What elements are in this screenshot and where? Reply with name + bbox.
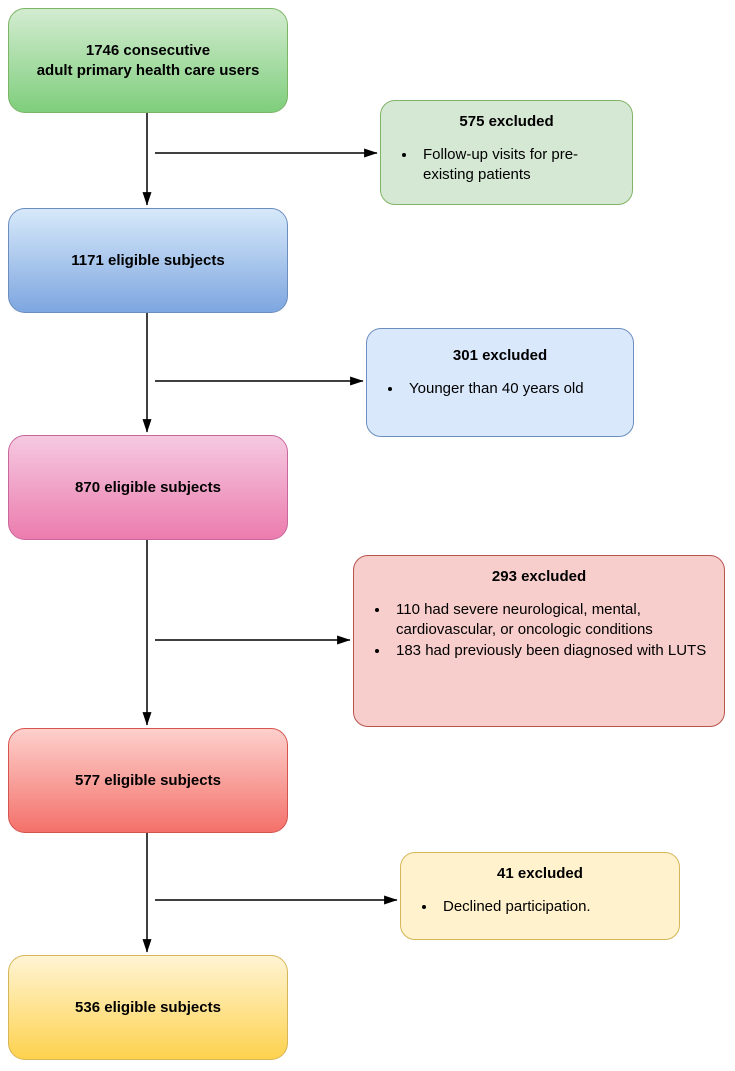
excluded-reasons-list: Younger than 40 years old <box>367 379 633 399</box>
excluded-reason: 110 had severe neurological, mental, car… <box>390 600 710 639</box>
flow-box-consecutive-users: 1746 consecutive adult primary health ca… <box>8 8 288 113</box>
excluded-box-575: 575 excluded Follow-up visits for pre-ex… <box>380 100 633 205</box>
excluded-title: 41 excluded <box>497 865 583 882</box>
flow-box-eligible-870: 870 eligible subjects <box>8 435 288 540</box>
excluded-reason: Younger than 40 years old <box>403 379 619 399</box>
excluded-reason: Declined participation. <box>437 897 665 917</box>
excluded-box-41: 41 excluded Declined participation. <box>400 852 680 940</box>
excluded-reasons-list: 110 had severe neurological, mental, car… <box>354 600 724 661</box>
excluded-reasons-list: Declined participation. <box>401 897 679 917</box>
excluded-reasons-list: Follow-up visits for pre-existing patien… <box>381 145 632 184</box>
excluded-title: 575 excluded <box>459 113 554 130</box>
excluded-reason: 183 had previously been diagnosed with L… <box>390 641 710 661</box>
flow-box-eligible-577: 577 eligible subjects <box>8 728 288 833</box>
excluded-reason: Follow-up visits for pre-existing patien… <box>417 145 606 184</box>
excluded-title: 293 excluded <box>491 568 587 585</box>
excluded-box-293: 293 excluded 110 had severe neurological… <box>353 555 725 727</box>
flow-box-eligible-536: 536 eligible subjects <box>8 955 288 1060</box>
flow-box-eligible-1171: 1171 eligible subjects <box>8 208 288 313</box>
excluded-box-301: 301 excluded Younger than 40 years old <box>366 328 634 437</box>
excluded-title: 301 excluded <box>452 347 548 364</box>
